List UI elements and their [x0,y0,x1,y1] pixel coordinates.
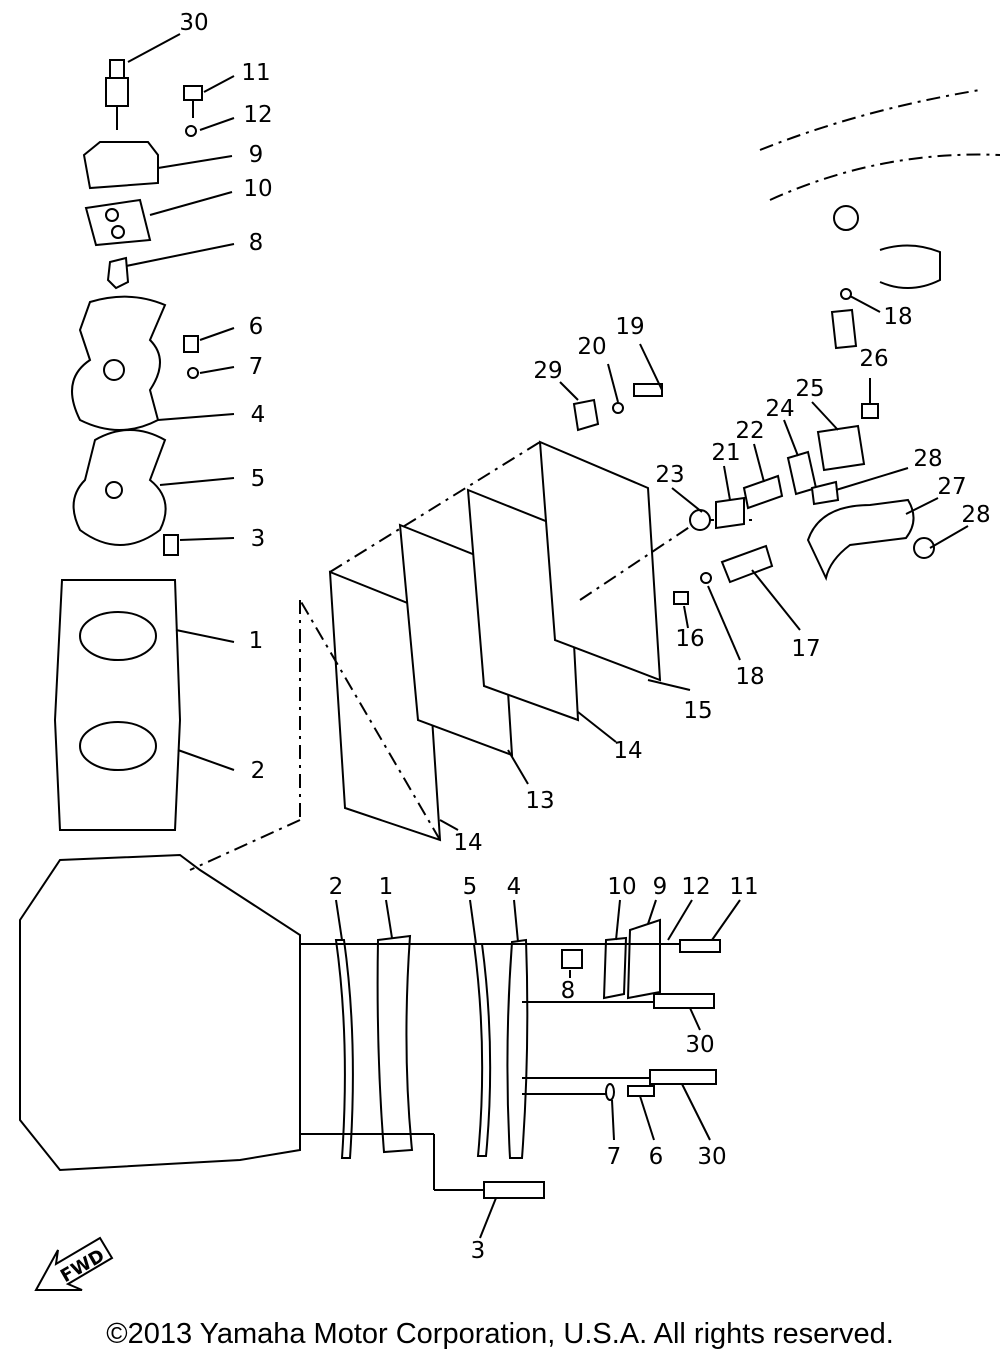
fwd-arrow-icon: FWD [34,1236,114,1291]
callout-26: 26 [859,346,888,372]
callout-21: 21 [711,440,740,466]
pin-16 [673,591,689,605]
bolt-26 [861,403,879,419]
callout-30-side-upper: 30 [685,1032,714,1058]
seal-23 [689,509,711,531]
hose-27 [806,498,915,582]
cylinder-block-1 [53,579,182,831]
spring-22 [742,474,784,510]
callout-10-top: 10 [243,176,272,202]
cylinder-bore-1 [79,611,157,661]
anode-8-top [106,256,130,290]
callout-23: 23 [655,462,684,488]
callout-2: 2 [251,758,266,784]
callout-9-side: 9 [653,874,668,900]
callout-7-top: 7 [249,354,264,380]
bottom-leaders [335,899,741,1239]
callout-22: 22 [735,418,764,444]
clip-28-b [913,537,935,559]
callout-12-top: 12 [243,102,272,128]
callout-5: 5 [251,466,266,492]
callout-25: 25 [795,376,824,402]
callout-3-top: 3 [251,526,266,552]
callout-11-side: 11 [729,874,758,900]
callout-2-side: 2 [329,874,344,900]
cylinder-bore-2 [79,721,157,771]
callout-7-side: 7 [607,1144,622,1170]
washer-12-top [185,125,197,137]
gasket-10-hole-1 [105,208,119,222]
callout-19: 19 [615,314,644,340]
callout-1: 1 [249,628,264,654]
gasket-5-hole [105,481,123,499]
side-view-parts [300,918,721,1199]
thermostat-21 [715,496,745,530]
hose-17 [720,544,774,584]
callout-14-lower: 14 [453,830,482,856]
callout-6-top: 6 [249,314,264,340]
callout-17: 17 [791,636,820,662]
callout-6-side: 6 [649,1144,664,1170]
left-leaders [125,33,235,771]
callout-28-lower: 28 [961,502,990,528]
callout-30-top: 30 [179,10,208,36]
callout-4-side: 4 [507,874,522,900]
callout-12-side: 12 [681,874,710,900]
callout-8-side: 8 [561,978,576,1004]
callout-18-top: 18 [883,304,912,330]
callout-24: 24 [765,396,794,422]
thermostat-cover-25 [816,424,866,472]
bolt-11-top [183,85,203,118]
callout-10-side: 10 [607,874,636,900]
callout-13: 13 [525,788,554,814]
callout-3-side: 3 [471,1238,486,1264]
cover-9-top [82,141,159,190]
exhaust-outer-cover-15 [538,440,662,682]
hull-outline [759,89,1000,290]
callout-30-side-lower: 30 [697,1144,726,1170]
callout-15: 15 [683,698,712,724]
copyright-notice: ©2013 Yamaha Motor Corporation, U.S.A. A… [106,1318,894,1350]
callout-20: 20 [577,334,606,360]
right-leaders [439,295,969,831]
washer-7-top [187,367,199,379]
gasket-5 [72,429,167,546]
gasket-10-hole-2 [111,225,125,239]
bolt-19 [633,383,663,397]
water-jacket-cover-4 [71,295,167,431]
callout-14-upper: 14 [613,738,642,764]
crankcase [19,853,301,1172]
callout-28-upper: 28 [913,446,942,472]
callout-5-side: 5 [463,874,478,900]
clip-18-b [840,288,852,300]
callout-29: 29 [533,358,562,384]
gasket-10-top [84,198,152,247]
clip-18-a [700,572,712,584]
callout-9-top: 9 [249,142,264,168]
bolt-3-top [163,534,179,556]
callout-27: 27 [937,474,966,500]
callout-16: 16 [675,626,704,652]
callout-8-top: 8 [249,230,264,256]
callout-18-mid: 18 [735,664,764,690]
bolt-6-top [183,335,199,353]
exhaust-dashed-lines [189,441,755,871]
hose-top [830,308,858,350]
cover-4-boss [103,359,125,381]
grommet-top [833,205,859,231]
callout-4: 4 [251,402,266,428]
callout-1-side: 1 [379,874,394,900]
spark-plug-top [105,59,129,130]
callout-11-top: 11 [241,60,270,86]
washer-20 [612,402,624,414]
pump-fitting-29 [572,398,600,432]
clip-28-a [810,480,840,506]
